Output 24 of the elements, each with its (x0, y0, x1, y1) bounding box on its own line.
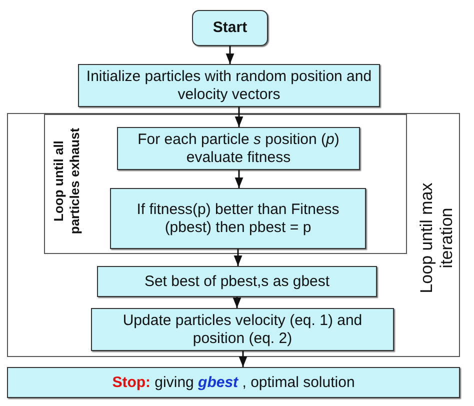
arrow (226, 46, 234, 64)
end-text: Stop: giving gbest , optimal solution (112, 374, 355, 392)
start-box (192, 10, 268, 46)
arrow (234, 170, 244, 188)
step-text: Update particles velocity (eq. 1) and position (eq. 2) (122, 312, 364, 348)
step-text: Start (212, 19, 248, 37)
end-box (7, 367, 460, 398)
arrow (234, 107, 244, 127)
process-box (117, 127, 360, 170)
step-text: Initialize particles with random position and velocity vectors (85, 68, 373, 104)
step-text: For each particle s position (p) evaluate fitness (136, 130, 340, 166)
loop-frame (44, 114, 407, 254)
process-box (97, 266, 377, 297)
process-box (91, 308, 394, 351)
process-box (78, 64, 380, 107)
loop-frame (7, 113, 460, 357)
arrow (232, 297, 242, 308)
loop-label: Loop until all particles exhaust (51, 126, 83, 236)
process-box (110, 188, 366, 249)
arrow (234, 249, 242, 266)
arrow (238, 351, 248, 367)
loop-label: Loop until max iteration (417, 182, 457, 296)
step-text: Set best of pbest,s as gbest (144, 272, 330, 290)
step-text: If fitness(p) better than Fitness (pbest) then pbest = p (136, 200, 340, 236)
